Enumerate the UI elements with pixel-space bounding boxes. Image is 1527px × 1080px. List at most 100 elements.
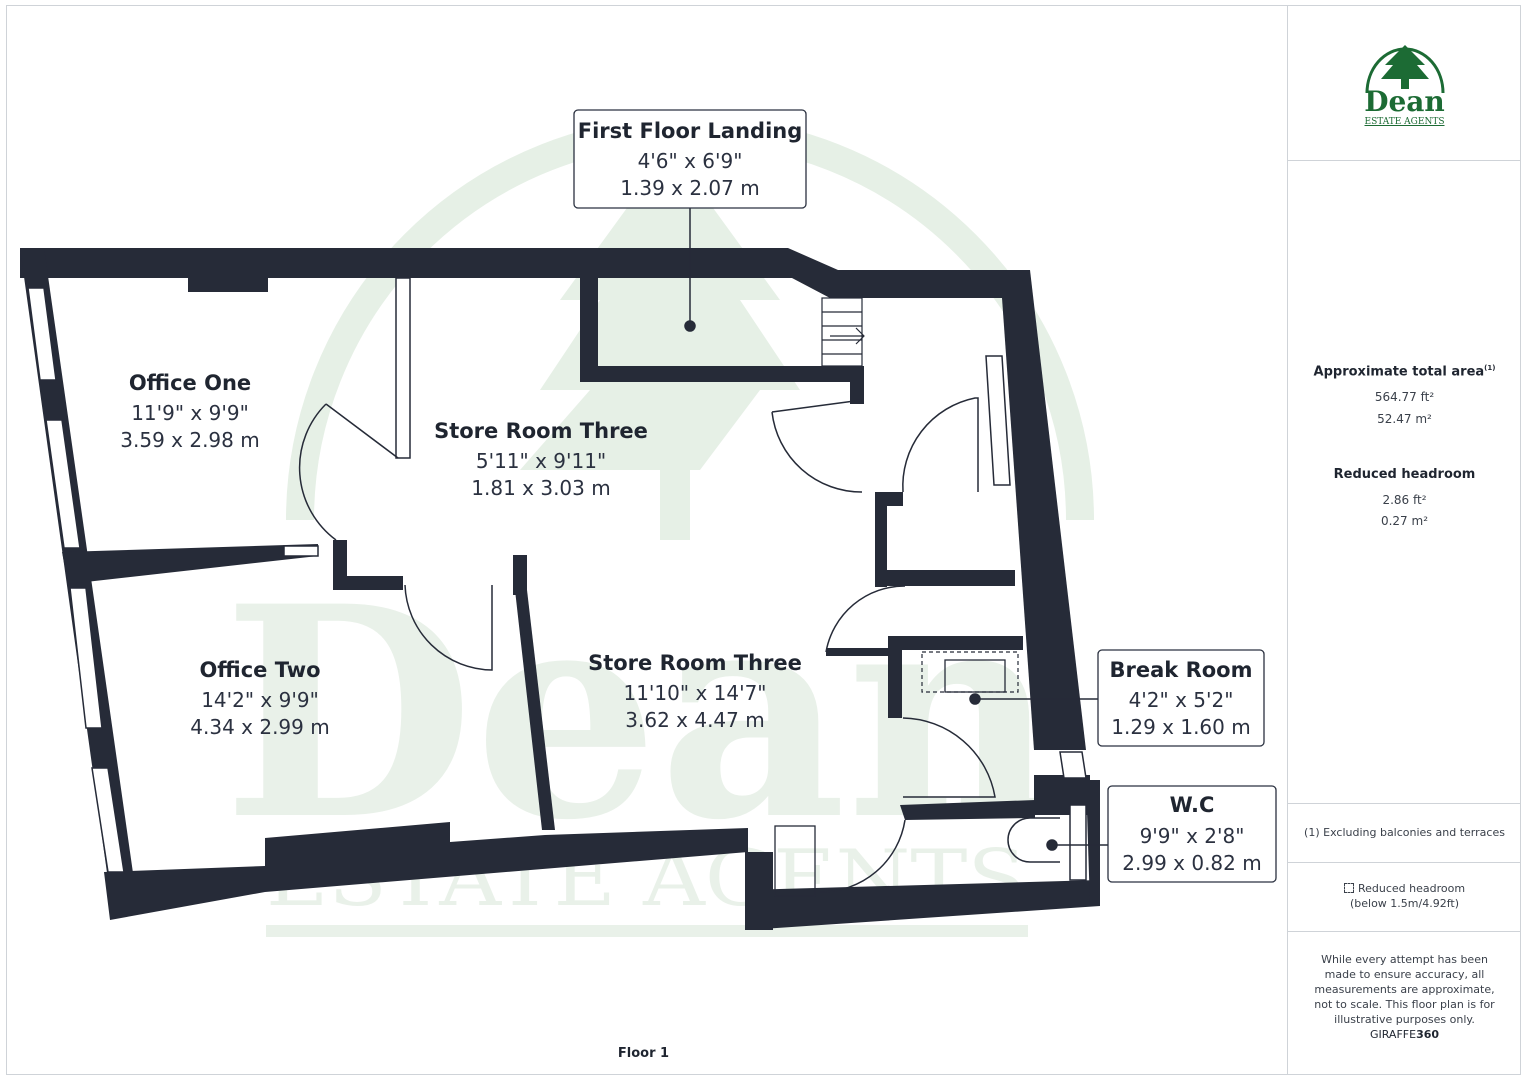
logo: Dean ESTATE AGENTS (1288, 35, 1521, 135)
room-name-store-room-upper: Store Room Three (434, 419, 648, 443)
sidebar-divider (1288, 803, 1521, 804)
room-dim-imperial-store-room-lower: 11'10" x 14'7" (623, 681, 766, 705)
room-dim-metric-break-room: 1.29 x 1.60 m (1111, 715, 1250, 739)
room-labels: Office One 11'9" x 9'9" 3.59 x 2.98 m St… (120, 119, 1261, 875)
window-landing-top (395, 277, 411, 459)
door-break-left (825, 585, 906, 653)
wall-top-thick (265, 248, 585, 278)
door-landing-right (771, 399, 863, 493)
wall-top-block (188, 270, 268, 292)
headroom-legend: Reduced headroom (1288, 881, 1521, 896)
room-dim-metric-wc: 2.99 x 0.82 m (1122, 851, 1261, 875)
door-wc (819, 819, 906, 893)
wall-landing-left (580, 278, 598, 380)
wall-landing-stub (850, 366, 864, 404)
watermark-word: Dean (223, 544, 1058, 884)
windows (27, 277, 1087, 881)
total-area-sup: (1) (1484, 364, 1496, 372)
footnote: (1) Excluding balconies and terraces (1304, 826, 1505, 839)
wall-break-stub (826, 648, 890, 656)
wall-closet-left (875, 495, 887, 587)
room-name-store-room-lower: Store Room Three (588, 651, 802, 675)
headroom-title: Reduced headroom (1333, 467, 1476, 482)
wall-mid-h (333, 576, 403, 590)
door-store-lower (404, 584, 493, 671)
walls (20, 248, 1100, 930)
wall-break-top (888, 636, 1023, 650)
room-name-first-floor-landing: First Floor Landing (578, 119, 803, 143)
sidebar: Dean ESTATE AGENTS Approximate total are… (1287, 5, 1521, 1075)
room-dim-imperial-break-room: 4'2" x 5'2" (1129, 688, 1234, 712)
window-office-two-lower (91, 767, 125, 873)
logo-sub: ESTATE AGENTS (1364, 117, 1445, 127)
floor-label: Floor 1 (617, 1046, 670, 1061)
room-name-wc: W.C (1170, 793, 1215, 817)
label-box-landing (573, 109, 807, 209)
room-dim-imperial-office-one: 11'9" x 9'9" (131, 401, 249, 425)
room-dim-metric-office-one: 3.59 x 2.98 m (120, 428, 259, 452)
window-office-one-lower (45, 419, 81, 549)
room-dim-metric-store-room-upper: 1.81 x 3.03 m (471, 476, 610, 500)
brand-bold: 360 (1416, 1028, 1440, 1041)
room-name-office-two: Office Two (199, 658, 320, 682)
room-dim-metric-first-floor-landing: 1.39 x 2.07 m (620, 176, 759, 200)
total-area-title: Approximate total area(1) (1288, 364, 1521, 379)
page-frame (6, 5, 1521, 1075)
headroom-legend-sub: (below 1.5m/4.92ft) (1349, 897, 1459, 910)
wall-closet-top (875, 492, 903, 506)
room-dim-metric-store-room-lower: 3.62 x 4.47 m (625, 708, 764, 732)
brand-mark: GIRAFFE360 (1288, 1028, 1521, 1041)
wall-wc-bottom (745, 880, 1100, 930)
floor-plan: Dean ESTATE AGENTS (20, 109, 1277, 937)
wall-wc-top (900, 800, 1035, 820)
wall-bottom-left (104, 866, 265, 920)
room-dim-metric-office-two: 4.34 x 2.99 m (190, 715, 329, 739)
fixtures (774, 659, 1006, 897)
headroom-legend-label: Reduced headroom (1357, 882, 1466, 895)
window-office-two-upper (69, 587, 103, 729)
wall-closet-bottom (875, 570, 1015, 586)
total-area-ft: 564.77 ft² (1374, 390, 1435, 404)
logo-name: Dean (1364, 85, 1445, 118)
watermark-underline (266, 925, 1028, 937)
wall-mid-post (513, 555, 527, 595)
room-dim-imperial-first-floor-landing: 4'6" x 6'9" (638, 149, 743, 173)
total-area-m: 52.47 m² (1377, 412, 1432, 426)
sidebar-divider (1288, 931, 1521, 932)
wall-wc-left (745, 852, 773, 930)
room-dim-imperial-wc: 9'9" x 2'8" (1140, 824, 1245, 848)
wall-landing-bottom (580, 366, 862, 382)
wall-bottom-mid (265, 822, 748, 892)
window-office-divider (283, 545, 319, 557)
total-area-title-text: Approximate total area (1313, 364, 1485, 380)
stairs (821, 297, 865, 367)
sidebar-divider (1288, 862, 1521, 863)
door-break (902, 717, 996, 798)
window-break-right (1059, 751, 1087, 779)
room-name-break-room: Break Room (1110, 658, 1253, 682)
headroom-m: 0.27 m² (1380, 514, 1429, 528)
brand-light: GIRAFFE (1369, 1028, 1417, 1041)
sidebar-divider (1288, 160, 1521, 161)
wall-offices-divider (62, 544, 318, 584)
door-wc-tub (1007, 817, 1060, 863)
dashed-square-icon (1343, 883, 1354, 893)
window-office-one-upper (27, 287, 57, 381)
window-right (985, 355, 1011, 486)
room-dim-imperial-store-room-upper: 5'11" x 9'11" (476, 449, 606, 473)
label-boxes (573, 109, 1277, 883)
tree-icon (1365, 45, 1445, 94)
room-dim-imperial-office-two: 14'2" x 9'9" (201, 688, 319, 712)
wall-break-left (888, 650, 902, 718)
doors (298, 397, 1060, 893)
wall-right (1002, 270, 1086, 750)
headroom-ft: 2.86 ft² (1382, 493, 1427, 507)
wall-store-divider (515, 590, 555, 830)
label-box-wc (1107, 785, 1277, 883)
window-wc-right (1069, 804, 1087, 881)
door-office-one (298, 403, 399, 541)
label-leaders (684, 208, 1108, 851)
room-name-office-one: Office One (129, 371, 251, 395)
door-closet (902, 397, 979, 493)
label-box-break-room (1097, 649, 1265, 747)
